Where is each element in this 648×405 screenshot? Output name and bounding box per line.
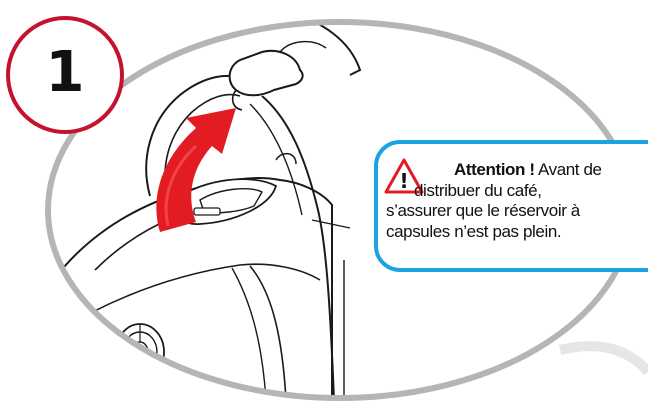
warning-callout: ! Attention ! Avant de distribuer du caf… bbox=[374, 140, 648, 272]
warning-title: Attention ! bbox=[454, 160, 535, 179]
step-number: 1 bbox=[46, 45, 85, 101]
warning-line-1-rest: Avant de bbox=[535, 160, 602, 179]
warning-line-2: distribuer du café, bbox=[414, 181, 542, 201]
warning-line-1: Attention ! Avant de bbox=[454, 160, 602, 180]
warning-line-3: s’assurer que le réservoir à bbox=[386, 201, 580, 221]
decorative-swoosh bbox=[560, 346, 648, 372]
warning-line-4: capsules n’est pas plein. bbox=[386, 222, 561, 242]
step-badge: 1 bbox=[6, 16, 124, 134]
warning-icon-glyph: ! bbox=[399, 169, 408, 193]
